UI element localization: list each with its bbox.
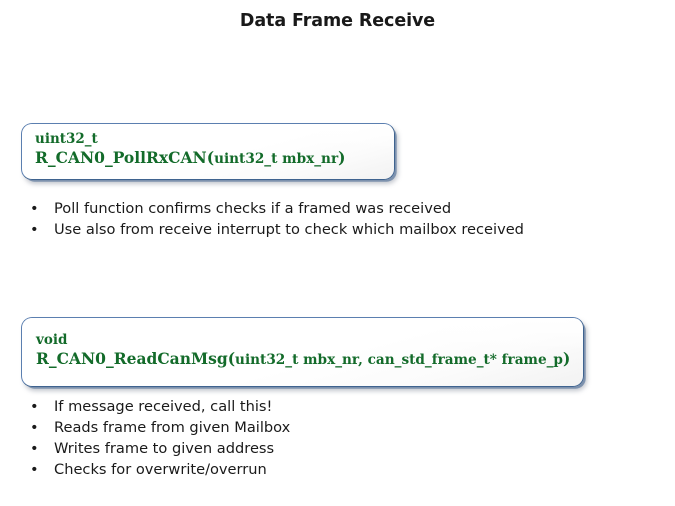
list-item: • Poll function confirms checks if a fra… [22,198,622,219]
bullet-marker-icon: • [30,221,39,238]
page-title: Data Frame Receive [239,11,436,31]
code-open-paren-read-can-msg: ( [227,349,236,368]
bullet-marker-icon: • [30,440,39,457]
code-signature-poll-rx-can: R_CAN0_PollRxCAN(uint32_t mbx_nr) [35,148,345,169]
code-function-name-read-can-msg: R_CAN0_ReadCanMsg [36,349,228,368]
list-item-label: If message received, call this! [54,398,273,415]
code-close-paren-read-can-msg: ) [562,349,571,368]
list-item: • Reads frame from given Mailbox [22,417,622,438]
code-close-paren-poll-rx-can: ) [338,148,346,167]
code-return-type-read-can-msg: void [36,332,68,348]
list-item-label: Writes frame to given address [54,440,275,457]
code-callout-box-read-can-msg: void R_CAN0_ReadCanMsg(uint32_t mbx_nr, … [21,317,584,387]
list-item-label: Poll function confirms checks if a frame… [54,200,452,217]
bullet-marker-icon: • [30,398,39,415]
code-callout-box-poll-rx-can: uint32_t R_CAN0_PollRxCAN(uint32_t mbx_n… [21,123,395,180]
code-signature-read-can-msg: R_CAN0_ReadCanMsg(uint32_t mbx_nr, can_s… [36,349,570,370]
bullet-list-poll-rx-can-notes: • Poll function confirms checks if a fra… [22,198,622,240]
list-item-label: Checks for overwrite/overrun [54,461,267,478]
list-item: • Checks for overwrite/overrun [22,459,622,480]
code-params-poll-rx-can: uint32_t mbx_nr [214,151,339,167]
code-open-paren-poll-rx-can: ( [206,148,215,167]
bullet-marker-icon: • [30,461,39,478]
list-item-label: Reads frame from given Mailbox [54,419,291,436]
bullet-marker-icon: • [30,200,39,217]
code-return-type-poll-rx-can: uint32_t [35,131,98,147]
bullet-list-read-can-msg-notes: • If message received, call this! • Read… [22,396,622,480]
box-sheen-overlay [22,318,583,351]
list-item: • Use also from receive interrupt to che… [22,219,622,240]
bullet-marker-icon: • [30,419,39,436]
list-item: • Writes frame to given address [22,438,622,459]
code-params-read-can-msg: uint32_t mbx_nr, can_std_frame_t* frame_… [235,352,563,368]
code-function-name-poll-rx-can: R_CAN0_PollRxCAN [35,148,207,167]
list-item-label: Use also from receive interrupt to check… [54,221,524,238]
list-item: • If message received, call this! [22,396,622,417]
